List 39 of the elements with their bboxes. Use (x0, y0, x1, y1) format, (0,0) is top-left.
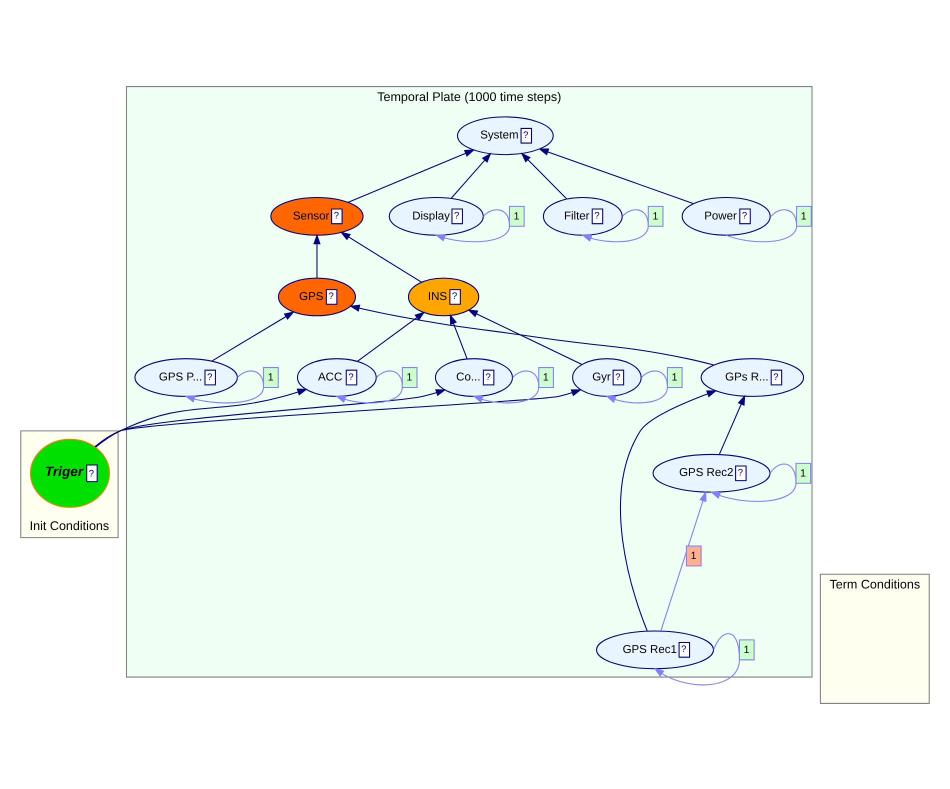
edge-label: 1 (744, 644, 750, 656)
edge-label: 1 (690, 550, 696, 562)
arrow (348, 148, 476, 202)
arrow (718, 394, 746, 454)
arrow (94, 388, 446, 447)
edge-label: 1 (268, 372, 274, 384)
arrow (520, 152, 568, 199)
arrow (94, 388, 582, 447)
node-ellipse: Sensor ? (270, 196, 364, 236)
arrow (313, 233, 321, 278)
arrow (660, 490, 706, 630)
node-box: Term Conditions (820, 573, 930, 704)
arrow (357, 311, 426, 362)
node-ellipse: GPS Rec2 ? (652, 453, 771, 492)
edge-label: 1 (800, 210, 807, 222)
edge-label: 1 (514, 210, 520, 222)
arrow (450, 152, 492, 198)
arrow (211, 310, 295, 362)
node-ellipse: GPS P... ? (134, 358, 238, 396)
edge-label: 1 (800, 468, 806, 479)
edge-label: 1 (406, 372, 412, 384)
arrow (349, 304, 714, 366)
node-ellipse: Power ? (682, 196, 771, 236)
node-ellipse: Display ? (388, 196, 484, 236)
arrow (467, 308, 582, 364)
arrow (340, 231, 422, 282)
arrow (450, 313, 468, 358)
node-ellipse: Triger ? (30, 438, 110, 508)
arrow (95, 388, 308, 448)
arrow (538, 148, 694, 204)
node-ellipse: Filter ? (542, 196, 623, 236)
node-ellipse: GPS Rec1 ? (596, 630, 714, 669)
node-ellipse: GPS ? (278, 277, 356, 316)
node-ellipse: Gyr ? (572, 358, 642, 396)
arrow (620, 390, 718, 631)
edge-label: 1 (542, 372, 549, 384)
edge-label: 1 (652, 210, 658, 222)
edge-label: 1 (672, 372, 678, 384)
arrow (654, 632, 740, 685)
